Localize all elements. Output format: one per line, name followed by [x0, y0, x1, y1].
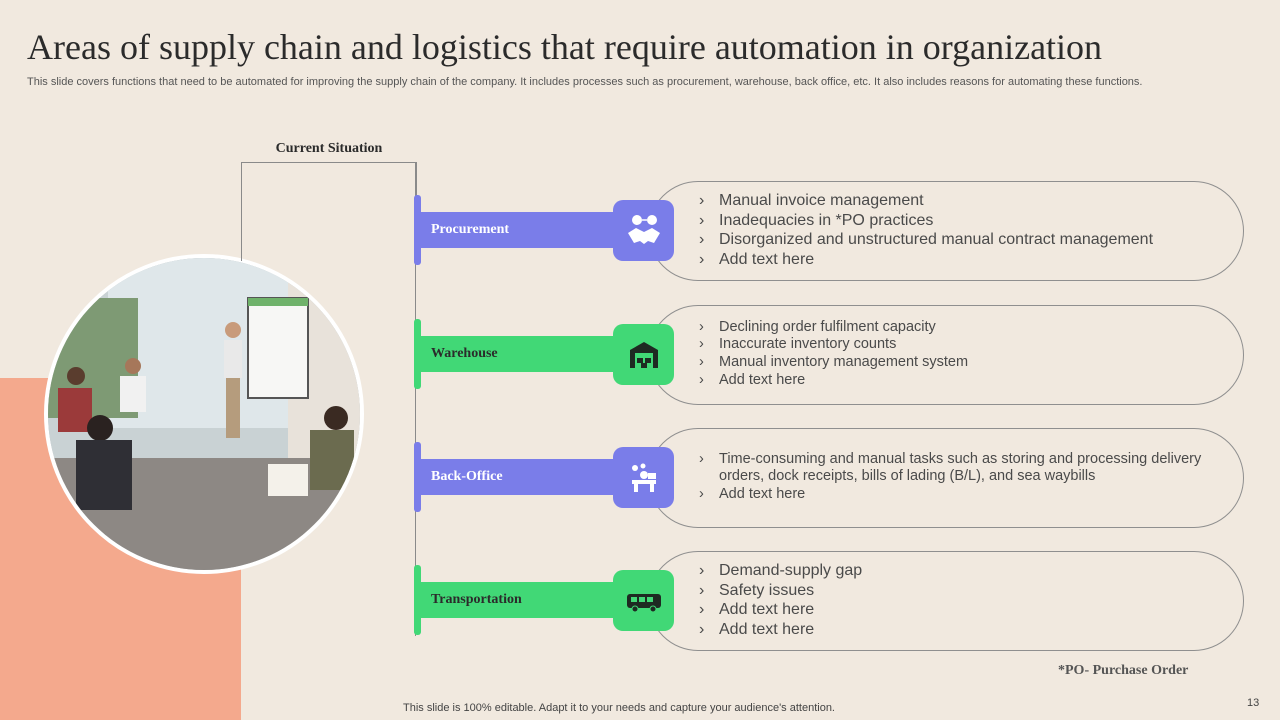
list-item: Add text here: [699, 600, 1219, 620]
footer-note: This slide is 100% editable. Adapt it to…: [403, 702, 835, 714]
office-worker-desk-icon: [613, 447, 674, 508]
list-item: Manual invoice management: [699, 191, 1219, 211]
list-item: Disorganized and unstructured manual con…: [699, 230, 1219, 250]
area-label-transportation: Transportation: [421, 582, 613, 618]
area-label-procurement: Procurement: [421, 212, 613, 248]
timeline-marker: [414, 442, 421, 512]
page-number: 13: [1247, 697, 1260, 709]
area-label-back-office: Back-Office: [421, 459, 613, 495]
timeline-marker: [414, 319, 421, 389]
area-row-warehouse: Warehouse Declining order fulfilment cap…: [0, 305, 1280, 405]
area-label-warehouse: Warehouse: [421, 336, 613, 372]
area-row-transportation: Transportation Demand-supply gap Safety …: [0, 551, 1280, 651]
list-item: Add text here: [699, 250, 1219, 270]
list-item: Add text here: [699, 620, 1219, 640]
list-item: Manual inventory management system: [699, 354, 1219, 372]
slide-title: Areas of supply chain and logistics that…: [27, 27, 1103, 67]
list-item: Safety issues: [699, 581, 1219, 601]
list-item: Time-consuming and manual tasks such as …: [699, 451, 1219, 486]
current-situation-label: Current Situation: [275, 141, 383, 156]
bus-icon: [613, 570, 674, 631]
list-item: Demand-supply gap: [699, 561, 1219, 581]
area-row-back-office: Back-Office Time-consuming and manual ta…: [0, 428, 1280, 528]
handshake-money-icon: [613, 200, 674, 261]
warehouse-icon: [613, 324, 674, 385]
list-item: Add text here: [699, 486, 1219, 504]
meeting-photo: [44, 254, 364, 574]
timeline-line: [415, 162, 416, 636]
list-item: Inaccurate inventory counts: [699, 336, 1219, 354]
footnote: *PO- Purchase Order: [1058, 663, 1189, 678]
area-row-procurement: Procurement Manual invoice management In…: [0, 181, 1280, 281]
timeline-marker: [414, 195, 421, 265]
timeline-marker: [414, 565, 421, 635]
list-item: Declining order fulfilment capacity: [699, 319, 1219, 337]
list-item: Inadequacies in *PO practices: [699, 211, 1219, 231]
list-item: Add text here: [699, 372, 1219, 390]
slide-subtitle: This slide covers functions that need to…: [27, 76, 1143, 88]
